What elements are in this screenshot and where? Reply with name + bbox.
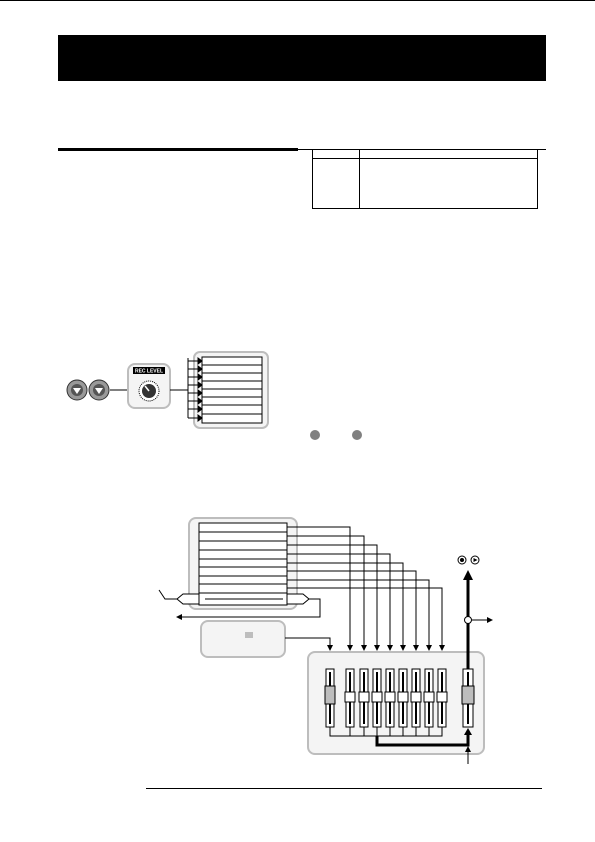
track-fader[interactable] [344,668,356,728]
rec-level-label-plate [133,367,165,374]
step-bullet-icon [310,430,320,440]
chapter-title-banner [58,35,546,81]
track-feed-arrows [188,357,203,422]
rec-select-button-icon [66,379,88,401]
track-fader[interactable] [423,668,435,728]
step-bullet-icon [352,430,362,440]
track-fader[interactable] [410,668,422,728]
output-split-node [464,616,472,624]
output-connector [286,593,310,605]
track-rows [202,364,262,415]
rec-level-knob-icon[interactable] [138,380,160,402]
rec-select-button-icon [88,379,110,401]
page-footer-rule [146,788,542,789]
input-fader[interactable] [324,668,336,728]
input-connector [176,593,200,605]
track-routing-lines [287,526,443,645]
recorder-track-rows [199,531,287,585]
mix-bus-lines [329,727,443,737]
routing-arrowheads [347,645,445,651]
recorder-track-list [198,522,288,594]
rec-indicator-icon [457,555,467,565]
track-fader[interactable] [358,668,370,728]
track-fader[interactable] [397,668,409,728]
play-indicator-icon [470,555,480,565]
section-heading-rule [58,148,298,151]
channel-faders [324,668,475,728]
track-fader[interactable] [436,668,448,728]
track-fader[interactable] [384,668,396,728]
parameter-table-header-line [313,158,537,159]
master-fader[interactable] [461,668,475,728]
input-source-panel [200,620,286,658]
rec-level-label: REC LEVEL [135,369,163,375]
input-indicator [245,632,253,638]
track-fader[interactable] [371,668,383,728]
parameter-table [312,149,538,209]
track-list [201,356,263,424]
parameter-table-column-divider [359,150,360,208]
page-top-border [0,0,595,1]
mix-to-master-path [375,733,470,747]
